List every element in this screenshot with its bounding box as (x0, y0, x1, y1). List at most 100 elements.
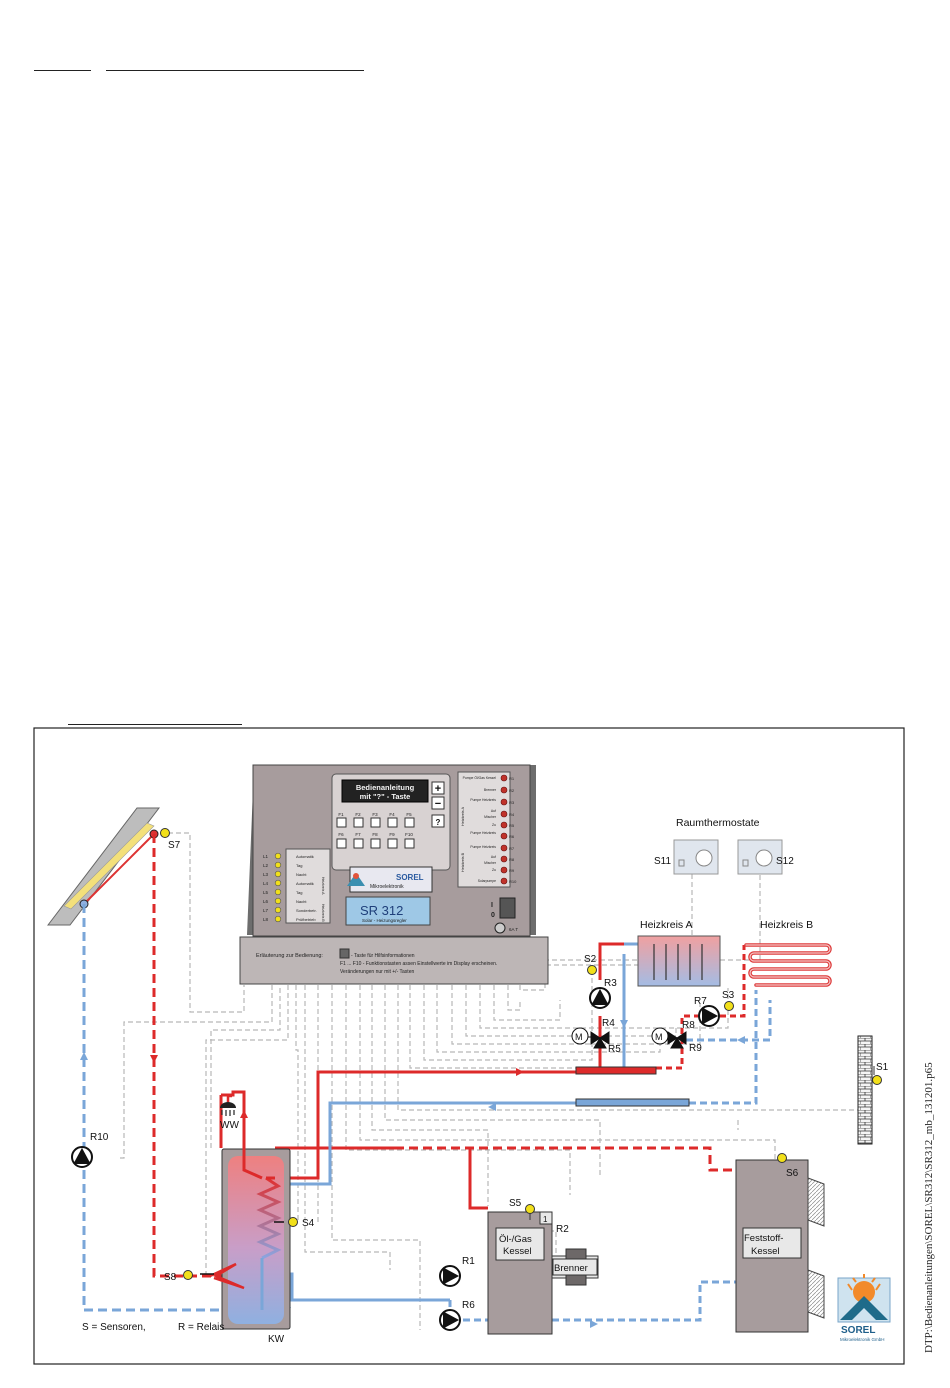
relay-item-label: Pumpe Heizkreis (470, 845, 496, 849)
relay-led-label: R8 (509, 857, 515, 862)
plus-key[interactable]: + (435, 783, 441, 795)
hot-pipes (152, 834, 746, 1278)
switch-on[interactable]: I (491, 902, 493, 909)
function-key-f10[interactable]: F10 (405, 832, 413, 837)
instructions-label: Erläuterung zur Bedienung: (256, 953, 323, 959)
valve-motor-r4: M (575, 1032, 583, 1042)
hk-b-mode-tag: Heizkreis B (321, 904, 325, 922)
mode-item: Prüfbetrieb (296, 917, 316, 922)
mode-item: Sonderbetr. (296, 908, 317, 913)
room-thermostat-s12 (737, 839, 783, 875)
function-key-f1[interactable]: F1 (338, 812, 344, 817)
relay-label-r10: R10 (90, 1132, 109, 1143)
help-key[interactable]: ? (436, 818, 441, 827)
mode-item: Automatik (296, 854, 314, 859)
relay-label-r2: R2 (556, 1224, 569, 1235)
cold-manifold (575, 1098, 690, 1107)
heizkreis-b-tag: Heizkreis B (461, 852, 465, 872)
hot-manifold (575, 1066, 657, 1075)
mode-led-label: L1 (263, 854, 269, 859)
relay-label-r3: R3 (604, 978, 617, 989)
thermostat-label-s12: S12 (776, 856, 794, 867)
display-line1: Bedienanleitung (356, 783, 415, 792)
heizkreis-b-label: Heizkreis B (760, 919, 813, 931)
logo-brand: SOREL (841, 1325, 875, 1336)
mode-led-label: L5 (263, 890, 269, 895)
relay-led-label: R6 (509, 834, 515, 839)
relay-item-label: Solarpumpe (478, 879, 496, 883)
instruction-line3: Veränderungen nur mit +/- Tasten (340, 969, 414, 975)
logo-sub: Mikroelektronik GmbH (840, 1337, 885, 1342)
sensor-label-s8: S8 (164, 1272, 177, 1283)
relay-label-r5: R5 (608, 1044, 621, 1055)
function-key-f6[interactable]: F6 (338, 832, 344, 837)
minus-key[interactable]: − (435, 798, 441, 810)
relay-label-r1: R1 (462, 1256, 475, 1267)
model-name: SR 312 (360, 903, 403, 918)
relay-item-label: Brenner (484, 788, 497, 792)
function-key-f2[interactable]: F2 (355, 812, 361, 817)
valve-motor-r9: M (655, 1032, 663, 1042)
function-key-f8[interactable]: F8 (372, 832, 378, 837)
solid-fuel-boiler-line2: Kessel (751, 1246, 780, 1257)
burner-label: Brenner (554, 1263, 588, 1274)
solid-fuel-boiler-line1: Feststoff- (744, 1233, 783, 1244)
diagram-title-rule (68, 724, 242, 725)
relay-led-label: R4 (509, 812, 515, 817)
relay-item-label: Zu (492, 823, 496, 827)
instruction-line1: - Taste für Hilfsinformationen (351, 953, 415, 959)
function-key-f9[interactable]: F9 (389, 832, 395, 837)
function-key-f7[interactable]: F7 (355, 832, 361, 837)
boiler-terminal: 1 (543, 1215, 548, 1224)
room-thermostats-title: Raumthermostate (676, 817, 760, 829)
mode-item: Tag (296, 863, 302, 868)
cold-pipes (82, 904, 772, 1322)
function-key-f3[interactable]: F3 (372, 812, 378, 817)
pump-icons (71, 987, 720, 1331)
oil-gas-boiler-line1: Öl-/Gas (499, 1234, 532, 1245)
solar-collector (46, 807, 161, 926)
relay-led-label: R3 (509, 800, 515, 805)
relay-label-r4: R4 (602, 1018, 615, 1029)
function-key-f4[interactable]: F4 (389, 812, 395, 817)
relay-item-label: Auf (491, 809, 496, 813)
relay-item-label: Auf (491, 855, 496, 859)
relay-label-r8: R8 (682, 1020, 695, 1031)
hot-flow-arrows (150, 1055, 524, 1118)
relay-leds (500, 774, 508, 885)
thermostat-label-s11: S11 (654, 856, 671, 867)
display-line2: mit "?" - Taste (360, 792, 411, 801)
relay-led-label: R1 (509, 776, 515, 781)
mode-led-label: L6 (263, 899, 269, 904)
sorel-logo (837, 1274, 891, 1323)
fuse-label: 6A T (509, 927, 518, 932)
function-key-f5[interactable]: F5 (406, 812, 412, 817)
relay-item-label: Mischer (484, 861, 497, 865)
instruction-line2: F1 ... F10 - Funktionstasten assen Einst… (340, 961, 497, 967)
header-rule-long (106, 70, 364, 71)
legend-sensors: S = Sensoren, (82, 1322, 146, 1333)
mode-item: Automatik (296, 881, 314, 886)
brand-name: SOREL (396, 873, 424, 882)
brand-sub: Mikroelektronik (370, 884, 404, 890)
kw-label: KW (268, 1334, 285, 1345)
relay-label-r6: R6 (462, 1300, 475, 1311)
room-thermostat-s11 (673, 839, 719, 875)
solid-fuel-boiler (735, 1159, 825, 1333)
oil-gas-boiler-line2: Kessel (503, 1246, 532, 1257)
mode-led-label: L4 (263, 881, 269, 886)
mode-item: Nacht (296, 872, 307, 877)
switch-off[interactable]: 0 (491, 912, 495, 919)
mode-led-label: L2 (263, 863, 269, 868)
cold-flow-arrows (80, 1020, 745, 1328)
sensor-label-s5: S5 (509, 1198, 522, 1209)
mode-led-label: L8 (263, 917, 269, 922)
outdoor-wall (857, 1035, 873, 1145)
relay-led-label: R5 (509, 823, 515, 828)
model-sub: Solar - Heizungsregler (362, 918, 407, 923)
mode-item: Tag (296, 890, 302, 895)
legend-relays: R = Relais (178, 1322, 224, 1333)
sensor-label-s4: S4 (302, 1218, 315, 1229)
